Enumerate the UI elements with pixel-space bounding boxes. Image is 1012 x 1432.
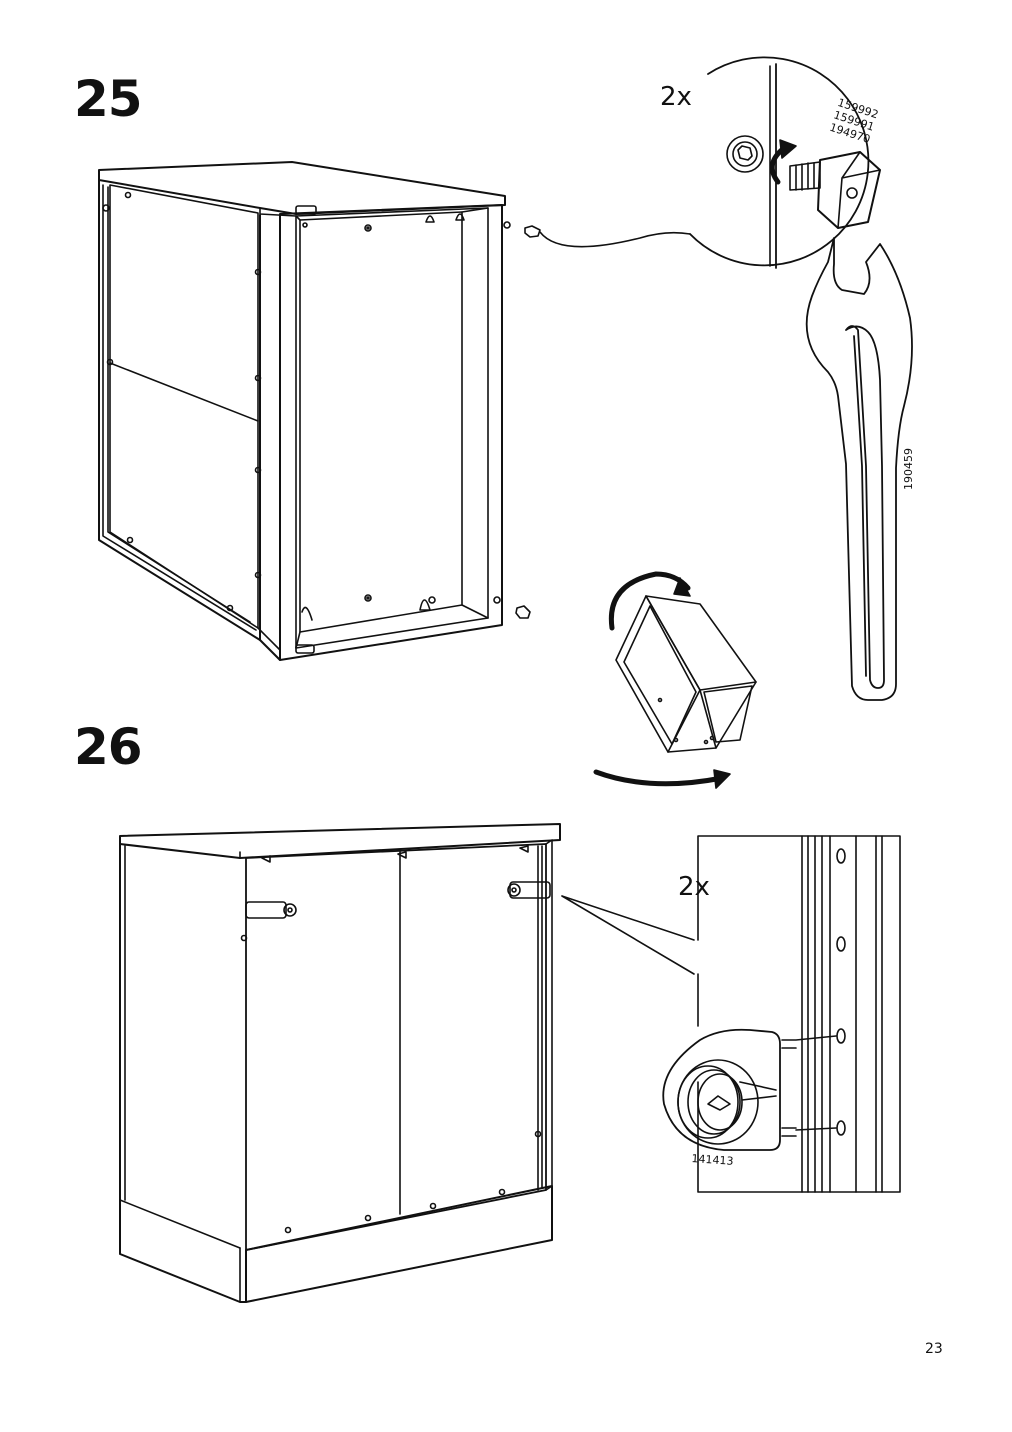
step-26-quantity: 2x <box>678 872 710 902</box>
flip-cabinet-illustration <box>596 574 756 788</box>
step-25-quantity: 2x <box>660 82 692 112</box>
cabinet-frame-illustration <box>99 162 540 660</box>
step-25-number: 25 <box>74 70 143 128</box>
step-26-number: 26 <box>74 718 143 776</box>
cabinet-back-illustration <box>120 824 560 1302</box>
wrench-tool-illustration <box>807 238 912 700</box>
wrench-part-number: 190459 <box>902 448 915 490</box>
callout-line-25 <box>540 232 690 247</box>
callout-lines-26 <box>562 896 694 974</box>
page-number: 23 <box>925 1341 943 1357</box>
hinge-detail-illustration <box>663 836 900 1192</box>
bolt-detail-illustration <box>690 57 880 268</box>
